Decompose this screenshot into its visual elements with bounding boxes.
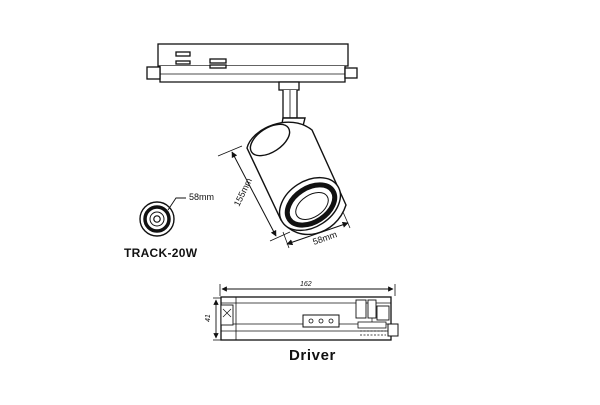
front-diameter-leader <box>167 197 186 211</box>
adapter-right-clip <box>344 67 358 79</box>
adapter-slot <box>175 51 191 57</box>
front-view <box>139 197 186 237</box>
driver-connector <box>387 323 399 337</box>
stem-collar <box>278 81 300 91</box>
adapter-slot <box>175 60 191 65</box>
driver-terminal <box>355 299 367 319</box>
spotlight-body <box>246 117 347 236</box>
driver-drawing <box>213 284 399 341</box>
adapter-slot <box>209 58 227 64</box>
driver-height-label: 41 <box>205 314 212 322</box>
height-dimension-label: 155mm <box>232 177 254 208</box>
model-label: TRACK-20W <box>124 246 198 260</box>
driver-label: Driver <box>289 347 336 364</box>
adapter-left-clip <box>146 66 161 80</box>
driver-length-label: 162 <box>300 281 312 288</box>
front-diameter-label: 58mm <box>189 192 214 202</box>
front-lens <box>295 192 329 220</box>
front-lens-ring <box>284 182 338 228</box>
adapter-stem <box>278 81 300 119</box>
adapter-slot <box>209 64 227 69</box>
driver-left-cap <box>220 304 234 326</box>
track-adapter <box>146 43 358 83</box>
